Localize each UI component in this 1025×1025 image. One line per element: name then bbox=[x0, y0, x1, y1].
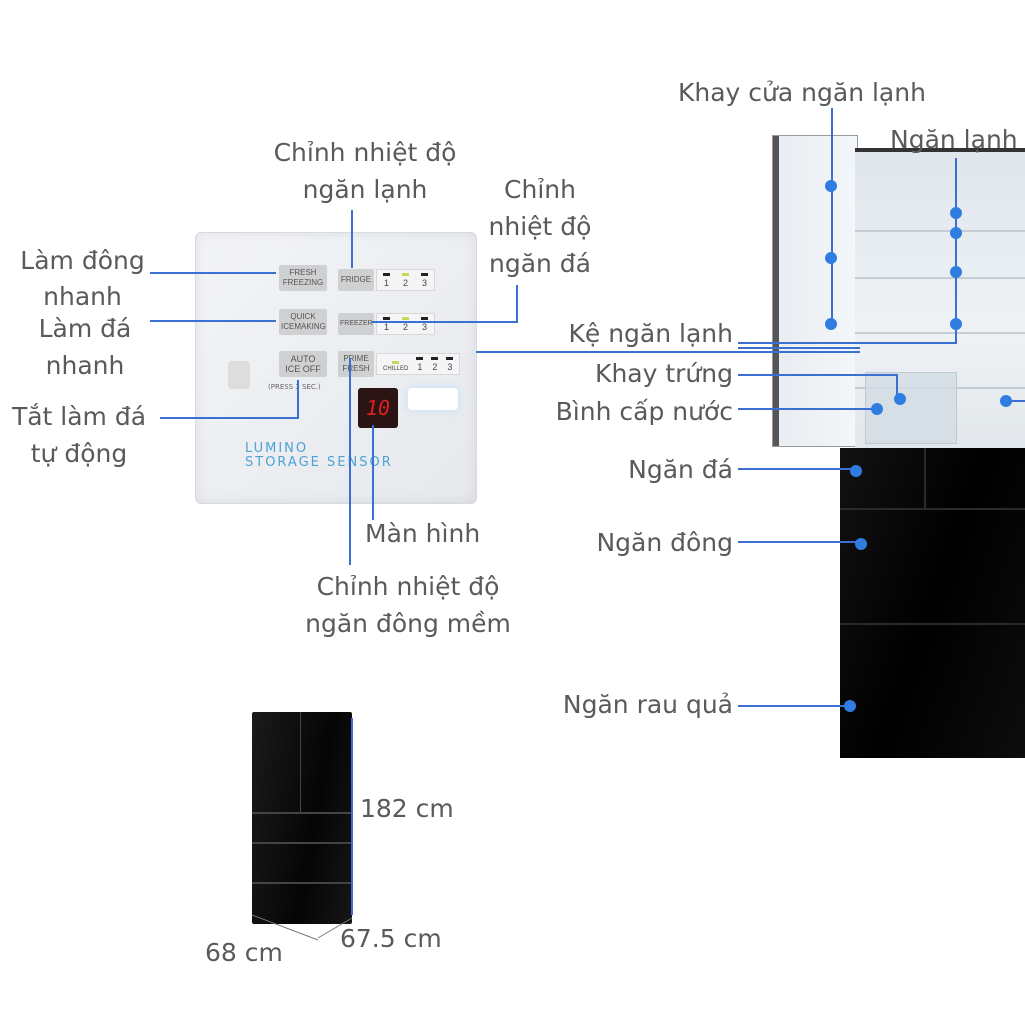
label-egg-tray: Khay trứng bbox=[595, 359, 733, 388]
press-note: (PRESS 3 SEC.) bbox=[268, 383, 321, 391]
dimension-depth: 67.5 cm bbox=[340, 924, 442, 953]
label-freezer: Ngăn đông bbox=[596, 528, 733, 557]
fridge-button[interactable]: FRIDGE bbox=[338, 269, 374, 291]
panel-screw bbox=[228, 361, 250, 389]
freezer-button[interactable]: FREEZER bbox=[338, 313, 374, 335]
label-water-tank: Bình cấp nước bbox=[555, 397, 733, 426]
fridge-interior bbox=[855, 148, 1025, 449]
light-sensor bbox=[408, 388, 458, 410]
dimension-width: 68 cm bbox=[205, 938, 283, 967]
dimension-height: 182 cm bbox=[360, 794, 454, 823]
freezer-drawers bbox=[840, 448, 1025, 758]
temperature-display: 10 bbox=[358, 388, 398, 428]
label-shelf: Kệ ngăn lạnh bbox=[568, 319, 733, 348]
label-fridge-compartment: Ngăn lạnh bbox=[890, 125, 1018, 154]
label-vegetable: Ngăn rau quả bbox=[562, 690, 733, 719]
label-ice-compartment: Ngăn đá bbox=[628, 455, 733, 484]
label-door-tray: Khay cửa ngăn lạnh bbox=[678, 78, 926, 107]
fridge-door-open bbox=[772, 135, 858, 447]
egg-tray bbox=[865, 372, 957, 444]
fridge-thumbnail bbox=[252, 712, 352, 924]
label-display: Màn hình bbox=[365, 519, 481, 548]
